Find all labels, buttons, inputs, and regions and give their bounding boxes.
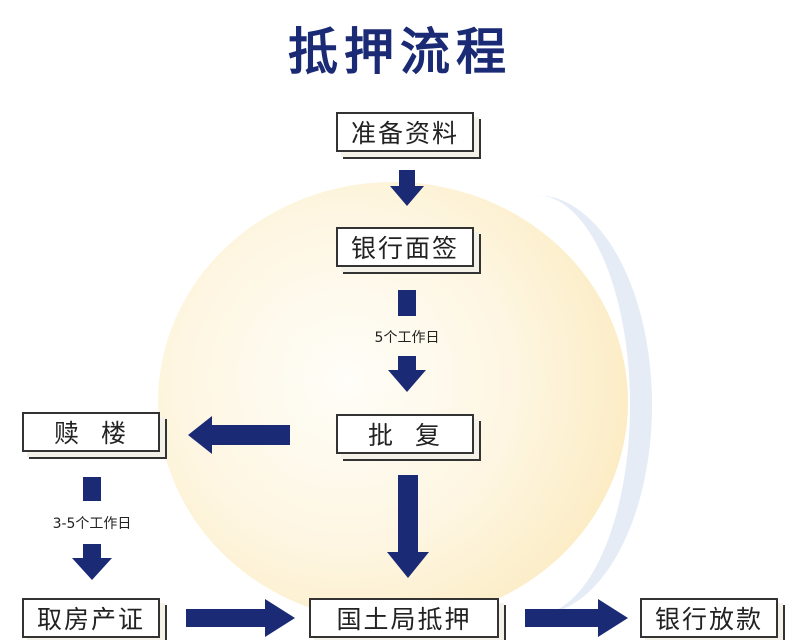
node-approve: 批 复	[336, 414, 474, 454]
arrow-left-approve-to-redeem	[188, 416, 290, 454]
node-get-certificate: 取房产证	[22, 598, 160, 638]
node-loan: 银行放款	[640, 598, 778, 638]
page-title: 抵押流程	[288, 23, 512, 81]
arrow-right-certificate-to-land-bureau	[186, 599, 295, 637]
arrow-right-land-bureau-to-loan	[525, 599, 628, 637]
arrow-down-approve-to-land-bureau	[387, 475, 429, 578]
node-interview: 银行面签	[336, 227, 474, 267]
node-redeem: 赎 楼	[22, 412, 160, 452]
edge-label-redeem-to-certificate: 3-5个工作日	[52, 516, 132, 532]
arrow-down-prepare-to-interview	[390, 170, 424, 206]
node-land-bureau: 国土局抵押	[309, 598, 499, 638]
arrow-stem-redeem-to-certificate	[83, 477, 101, 501]
arrow-down-interview-to-approve	[388, 356, 426, 392]
node-prepare: 准备资料	[336, 112, 474, 152]
arrow-stem-interview-to-approve	[398, 290, 416, 316]
arrow-down-redeem-to-certificate	[72, 544, 112, 580]
edge-label-interview-to-approve: 5个工作日	[374, 330, 440, 346]
